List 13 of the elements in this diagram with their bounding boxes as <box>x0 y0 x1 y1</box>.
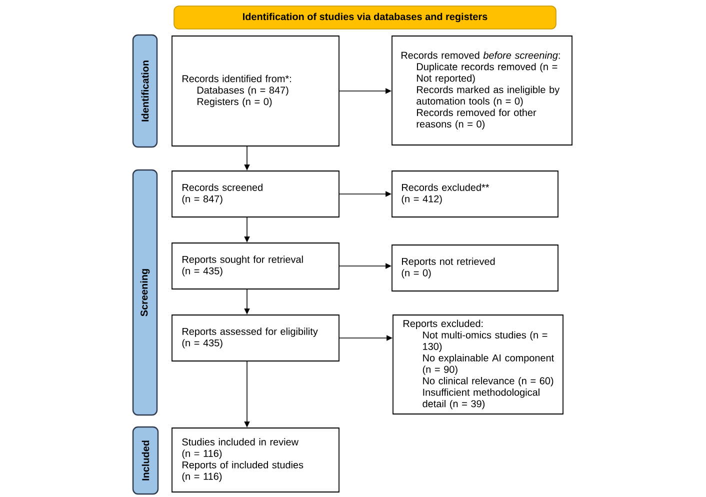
process-box: Reports not retrieved (n = 0) <box>392 244 558 292</box>
phase-band: Included <box>132 426 159 495</box>
process-box: Records screened (n = 847) <box>172 170 340 218</box>
process-box: Reports sought for retrieval (n = 435) <box>172 242 340 290</box>
process-box: Reports assessed for eligibility (n = 435) <box>172 314 340 362</box>
process-box: Records identified from*: Databases (n = 847) Registers (n = 0) <box>172 36 340 146</box>
phase-band: Screening <box>132 169 158 416</box>
phase-band: Identification <box>132 34 158 148</box>
process-box: Records excluded** (n = 412) <box>392 170 558 218</box>
process-box: Reports excluded: Not multi-omics studies (n = 130) No explainable AI component (n = 90) No clinical relevance (n = 60) Insufficient methodological detail (n = 39) <box>392 314 564 414</box>
process-box: Studies included in review (n = 116) Reports of included studies (n = 116) <box>172 428 340 492</box>
header-band: Identification of studies via databases and registers <box>174 6 556 30</box>
process-box: Records removed before screening: Duplicate records removed (n = Not reported) Records marked as ineligible by automation tools (n = 0) Records removed for other reasons (n = 0) <box>392 36 572 146</box>
